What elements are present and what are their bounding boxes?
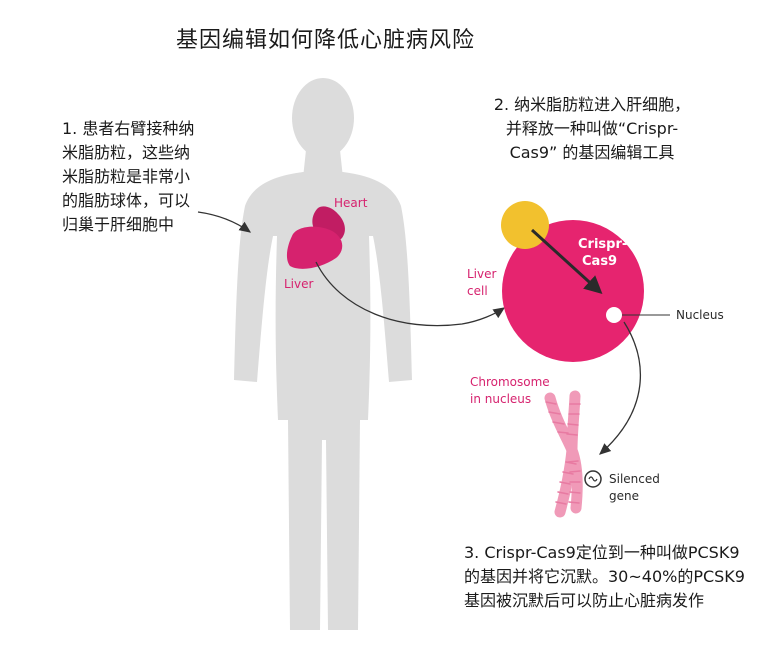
step2-text: 2. 纳米脂肪粒进入肝细胞， 并释放一种叫做“Crispr- Cas9” 的基因… [462, 93, 722, 165]
liver-label: Liver [284, 277, 314, 291]
chromosome-label-line1: Chromosome [470, 375, 550, 389]
liver-cell [501, 201, 670, 362]
silenced-gene-marker [584, 470, 602, 488]
nanoparticle [501, 201, 549, 249]
silenced-gene-label-line2: gene [609, 489, 639, 503]
chromosome [544, 390, 583, 518]
crispr-label-line1: Crispr- [578, 237, 627, 252]
crispr-label-line2: Cas9 [582, 254, 617, 269]
heart-label: Heart [334, 196, 368, 210]
crispr-arrow [530, 228, 603, 295]
step2-line3: Cas9” 的基因编辑工具 [509, 143, 675, 162]
liver-cell-label-line2: cell [467, 284, 488, 298]
page-title: 基因编辑如何降低心脏病风险 [176, 28, 476, 53]
nucleus [606, 307, 622, 323]
step1-text: 1. 患者右臂接种纳米脂肪粒，这些纳米脂肪粒是非常小的脂肪球体，可以归巢于肝细胞… [62, 119, 195, 234]
arrow-liver-to-cell [315, 261, 506, 327]
step3-text: 3. Crispr-Cas9定位到一种叫做PCSK9的基因并将它沉默。30~40… [464, 543, 745, 610]
arrow-to-arm [197, 211, 252, 233]
human-body-silhouette [234, 78, 412, 630]
arrow-nucleus-to-chromosome [599, 321, 641, 455]
chromosome-label-line2: in nucleus [470, 392, 531, 406]
step2-line1: 2. 纳米脂肪粒进入肝细胞， [493, 95, 691, 114]
nucleus-label: Nucleus [676, 308, 724, 322]
silenced-gene-label-line1: Silenced [609, 472, 660, 486]
step2-line2: 并释放一种叫做“Crispr- [505, 119, 679, 138]
liver-cell-label-line1: Liver [467, 267, 497, 281]
liver-organ [286, 226, 343, 269]
